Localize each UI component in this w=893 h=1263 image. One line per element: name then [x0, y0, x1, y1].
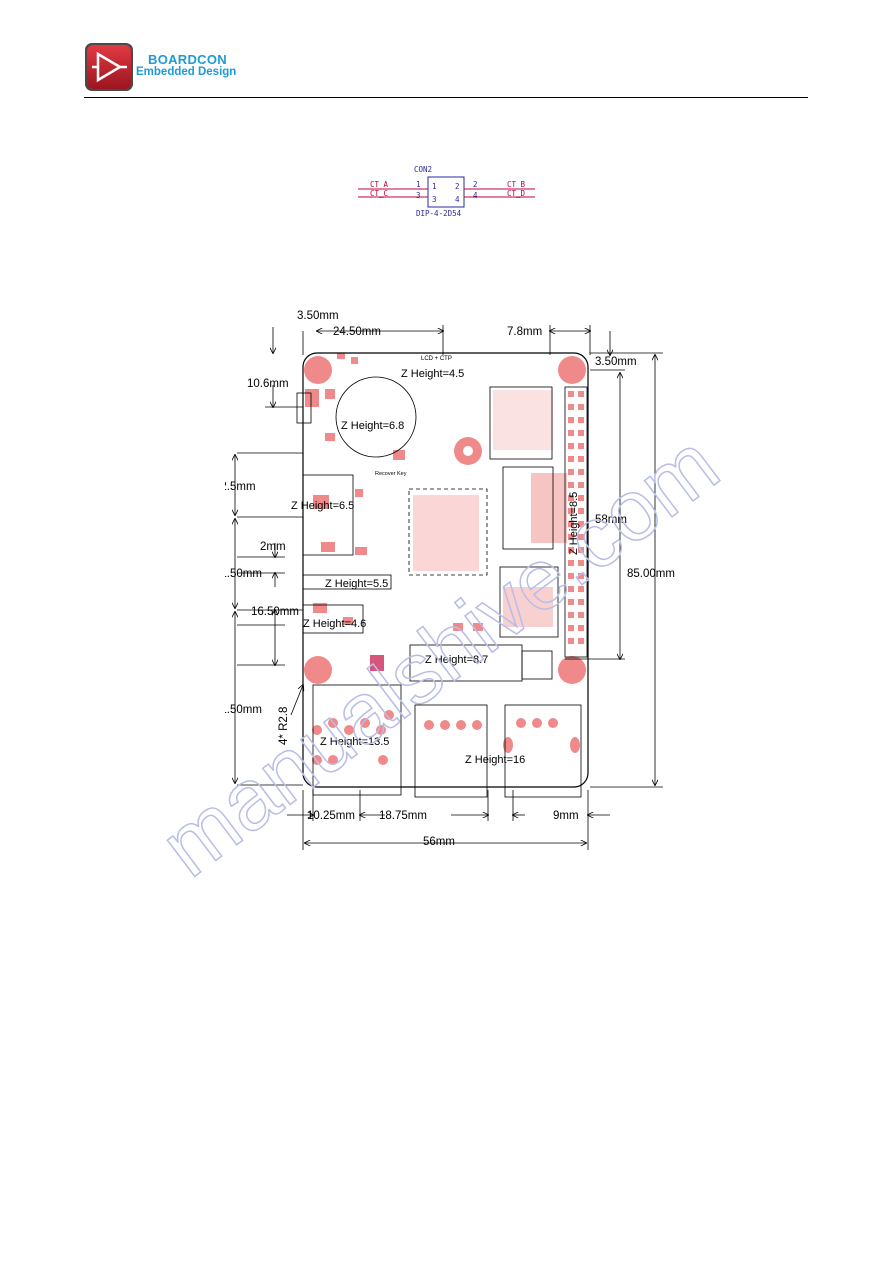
- svg-text:1: 1: [432, 182, 437, 191]
- pin-number: 2: [473, 180, 478, 189]
- svg-text:4: 4: [455, 195, 460, 204]
- z-height-8-7: Z Height=8.7: [425, 654, 488, 666]
- dim-12-5: 12.5mm: [225, 481, 256, 493]
- z-height-6-5: Z Height=6.5: [291, 500, 354, 512]
- dim-total-width: 56mm: [423, 836, 455, 848]
- dim-18-75: 18.75mm: [379, 810, 427, 822]
- dim-right-edge: 3.50mm: [595, 356, 637, 368]
- dim-10-25: 10.25mm: [307, 810, 355, 822]
- dimension-lines: [235, 325, 663, 850]
- svg-text:2: 2: [455, 182, 460, 191]
- dim-radius: 4* R2.8: [278, 707, 290, 745]
- label-recover-key: Recover Key: [375, 471, 407, 477]
- dim-16-5: 16.50mm: [251, 606, 299, 618]
- net-label: CT_B: [507, 180, 526, 189]
- pin-number: 4: [473, 191, 478, 200]
- z-height-13-5: Z Height=13.5: [320, 736, 389, 748]
- z-height-16: Z Height=16: [465, 754, 525, 766]
- board-mechanical-drawing: 3.50mm 24.50mm 7.8mm 3.50mm 10.6mm 12.5m…: [214, 305, 685, 860]
- dim-85: 85.00mm: [627, 568, 675, 580]
- dim-top-edge: 3.50mm: [297, 310, 339, 322]
- dim-21-5: 21.50mm: [225, 568, 262, 580]
- dim-top-width: 24.50mm: [333, 326, 381, 338]
- z-height-8-5: Z Height=8.5: [568, 492, 580, 555]
- schematic-footprint: DIP-4-2D54: [416, 209, 462, 218]
- net-label: CT_A: [370, 180, 389, 189]
- svg-text:3: 3: [432, 195, 437, 204]
- z-height-5-5: Z Height=5.5: [325, 578, 388, 590]
- dim-top-right: 7.8mm: [507, 326, 542, 338]
- schematic-ref: CON2: [414, 165, 432, 174]
- connector-schematic: CON2 CT_A CT_C CT_B CT_D 1 3 2 4 1 2 3 4…: [330, 160, 570, 230]
- dim-58: 58mm: [595, 514, 627, 526]
- pin-number: 1: [416, 180, 421, 189]
- dim-10-6: 10.6mm: [247, 378, 289, 390]
- z-height-4-6: Z Height=4.6: [303, 618, 366, 630]
- label-lcd-ctp: LCD + CTP: [421, 356, 452, 362]
- brand-tagline: Embedded Design: [136, 66, 237, 78]
- component-outlines: [296, 376, 588, 798]
- z-height-6-8: Z Height=6.8: [341, 420, 404, 432]
- net-label: CT_C: [370, 189, 388, 198]
- dim-2: 2mm: [260, 541, 286, 553]
- z-height-4-5: Z Height=4.5: [401, 368, 464, 380]
- boardcon-logo: [84, 42, 134, 92]
- pcb-pads: [304, 353, 586, 765]
- header-divider: [84, 97, 808, 98]
- dim-31-5: 31.50mm: [225, 704, 262, 716]
- brand-name: BOARDCON: [148, 52, 227, 67]
- pin-number: 3: [416, 191, 421, 200]
- net-label: CT_D: [507, 189, 526, 198]
- board-outline: [302, 352, 589, 788]
- dim-9: 9mm: [553, 810, 579, 822]
